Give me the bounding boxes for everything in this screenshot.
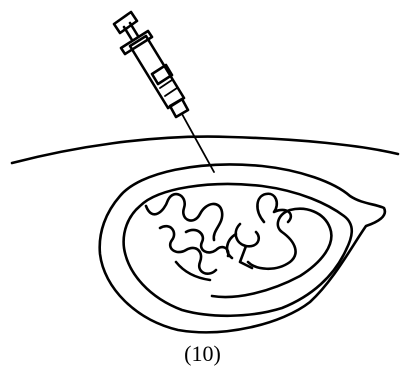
fetus-limbs [227, 224, 259, 268]
syringe-hub [170, 99, 188, 117]
syringe [114, 12, 188, 117]
figure-caption: (10) [0, 340, 405, 368]
fetus-head [257, 194, 290, 222]
umbilical-cord [146, 194, 222, 240]
abdominal-wall-line [12, 137, 398, 163]
placenta-inner-folds [186, 230, 228, 256]
fetus-body [212, 209, 331, 297]
uterus-outer-wall [100, 164, 385, 332]
needle [182, 114, 214, 172]
